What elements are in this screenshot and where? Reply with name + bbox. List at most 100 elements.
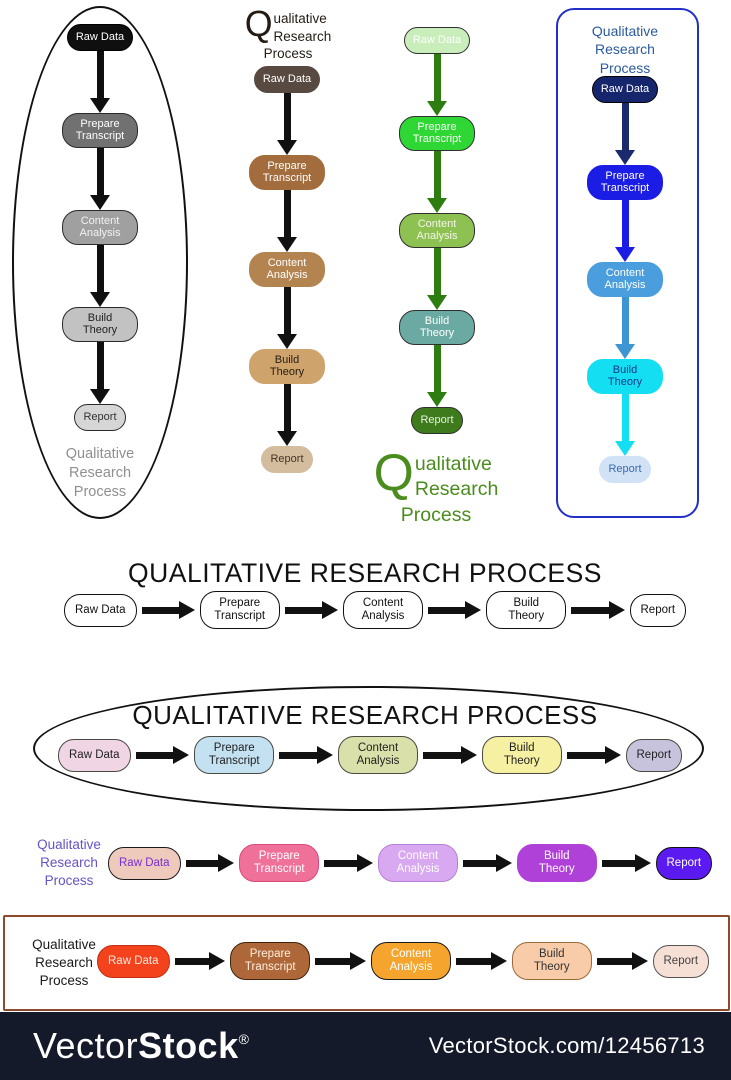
flow-node-label: Raw Data: [69, 748, 120, 761]
flow-node-build-theory: Build Theory: [516, 844, 597, 882]
flow-node-label: Content Analysis: [356, 742, 400, 767]
flow-node-label: Build Theory: [419, 314, 455, 340]
flow-node-content-analysis: Content Analysis: [343, 591, 423, 629]
flow-node-label: Content Analysis: [79, 214, 121, 240]
arrow-right-icon: [174, 952, 226, 970]
arrow-down-icon: [277, 383, 297, 446]
flow-node-content-analysis: Content Analysis: [338, 736, 418, 774]
arrow-right-icon: [456, 952, 507, 970]
orange-frame-border: [3, 915, 730, 1011]
flow-node-build-theory: Build Theory: [511, 942, 592, 980]
flow-node-build-theory: Build Theory: [399, 309, 475, 345]
arrow-right-icon: [566, 746, 621, 764]
arrow-right-icon: [315, 952, 366, 970]
arrow-down-icon: [427, 247, 447, 310]
arrow-right-icon: [571, 601, 625, 619]
arrow-right-icon: [135, 746, 190, 764]
orange-title: Qualitative Research Process: [32, 937, 96, 988]
flow-node-label: Raw Data: [75, 603, 126, 616]
dropcap-q: Q: [373, 443, 414, 501]
flow-node-raw-data: Raw Data: [66, 24, 134, 51]
flow-node-label: Build Theory: [533, 948, 570, 973]
flow-node-label: Prepare Transcript: [412, 121, 462, 146]
brand-regular: Vector: [33, 1025, 139, 1066]
arrow-down-icon: [615, 199, 635, 262]
flow-node-label: Raw Data: [119, 856, 170, 869]
flow-node-label: Report: [608, 462, 642, 475]
flow-node-report: Report: [599, 455, 651, 483]
flow-node-label: Report: [83, 410, 117, 423]
flow-node-label: Build Theory: [607, 363, 643, 389]
arrow-down-icon: [615, 103, 635, 165]
flow-node-build-theory: Build Theory: [62, 306, 138, 342]
flow-node-raw-data: Raw Data: [253, 66, 321, 93]
flow-node-label: Build Theory: [503, 742, 540, 767]
flow-node-prepare-transcript: Prepare Transcript: [230, 942, 311, 980]
flow-node-label: Prepare Transcript: [244, 948, 296, 973]
purple-title: Qualitative Research Process: [37, 837, 101, 888]
arrow-right-icon: [324, 854, 373, 872]
flow-node-label: Content Analysis: [389, 948, 433, 973]
arrow-right-icon: [185, 854, 235, 872]
arrow-right-icon: [601, 854, 651, 872]
flow-node-raw-data: Raw Data: [97, 944, 170, 978]
flow-node-raw-data: Raw Data: [58, 738, 131, 772]
flow-node-label: Build Theory: [508, 597, 545, 622]
arrow-down-icon: [90, 147, 110, 210]
flow-node-report: Report: [652, 944, 710, 978]
flow-node-label: Prepare Transcript: [208, 742, 260, 767]
arrow-right-icon: [141, 601, 195, 619]
flow-node-label: Report: [640, 603, 676, 616]
flow-node-label: Content Analysis: [604, 266, 646, 292]
flow-node-report: Report: [411, 406, 463, 434]
flow-node-report: Report: [74, 403, 126, 431]
brown-title: Q ualitative Research Process: [244, 4, 332, 62]
flow-node-label: Report: [270, 452, 304, 465]
flow-node-build-theory: Build Theory: [486, 591, 567, 629]
arrow-right-icon: [284, 601, 338, 619]
flow-node-label: Build Theory: [82, 311, 118, 337]
flow-node-label: Prepare Transcript: [253, 850, 305, 875]
flow-node-label: Raw Data: [108, 954, 159, 967]
flow-node-label: Raw Data: [600, 83, 650, 96]
flow-node-report: Report: [655, 846, 713, 880]
flow-node-report: Report: [629, 593, 687, 627]
arrow-down-icon: [277, 286, 297, 349]
flow-node-label: Prepare Transcript: [600, 170, 650, 195]
flow-node-label: Report: [636, 748, 672, 761]
arrow-down-icon: [90, 341, 110, 404]
flow-node-content-analysis: Content Analysis: [249, 251, 325, 287]
arrow-right-icon: [463, 854, 512, 872]
arrow-down-icon: [277, 189, 297, 252]
arrow-down-icon: [90, 51, 110, 113]
green-title: Q ualitative Research Process: [373, 443, 499, 526]
flow-node-content-analysis: Content Analysis: [371, 942, 451, 980]
arrow-down-icon: [277, 93, 297, 155]
flowchart-purple: Raw Data Prepare Transcript Content Analys…: [108, 842, 713, 884]
flow-node-label: Content Analysis: [361, 597, 405, 622]
arrow-down-icon: [615, 296, 635, 359]
flow-node-label: Raw Data: [412, 34, 462, 47]
arrow-down-icon: [90, 244, 110, 307]
flow-node-prepare-transcript: Prepare Transcript: [194, 736, 275, 774]
flowchart-orange: Raw Data Prepare Transcript Content Analys…: [97, 939, 710, 983]
flow-node-label: Report: [420, 413, 454, 426]
arrow-right-icon: [423, 746, 477, 764]
watermark-url: VectorStock.com/12456713: [428, 1033, 705, 1058]
flow-node-label: Build Theory: [538, 850, 575, 875]
flow-node-build-theory: Build Theory: [587, 358, 663, 394]
flow-node-label: Content Analysis: [416, 217, 458, 243]
flow-node-raw-data: Raw Data: [403, 27, 471, 54]
flow-node-prepare-transcript: Prepare Transcript: [587, 165, 663, 200]
flow-node-label: Raw Data: [262, 73, 312, 86]
arrow-right-icon: [428, 601, 482, 619]
flow-node-label: Prepare Transcript: [214, 597, 266, 622]
flow-node-content-analysis: Content Analysis: [587, 261, 663, 297]
flow-node-label: Report: [663, 954, 699, 967]
flow-node-prepare-transcript: Prepare Transcript: [199, 591, 280, 629]
flow-node-label: Prepare Transcript: [75, 118, 125, 143]
flow-node-report: Report: [261, 445, 313, 473]
flow-node-content-analysis: Content Analysis: [378, 844, 458, 882]
